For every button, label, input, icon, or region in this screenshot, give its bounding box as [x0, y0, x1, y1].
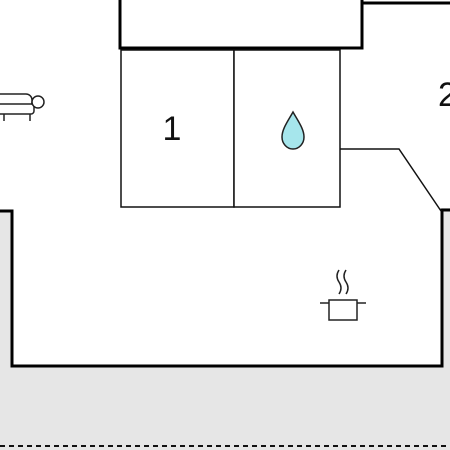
water-drop-icon [281, 110, 305, 150]
wall-outer-left [0, 208, 450, 368]
room-2-label: 2 [438, 76, 450, 114]
cooking-pot-icon [320, 269, 366, 321]
room-2-wall [340, 148, 442, 212]
room-1 [120, 49, 235, 208]
wall-outer-top-notch [118, 0, 364, 50]
room-1-label: 1 [163, 110, 182, 148]
sofa-icon [0, 93, 45, 121]
